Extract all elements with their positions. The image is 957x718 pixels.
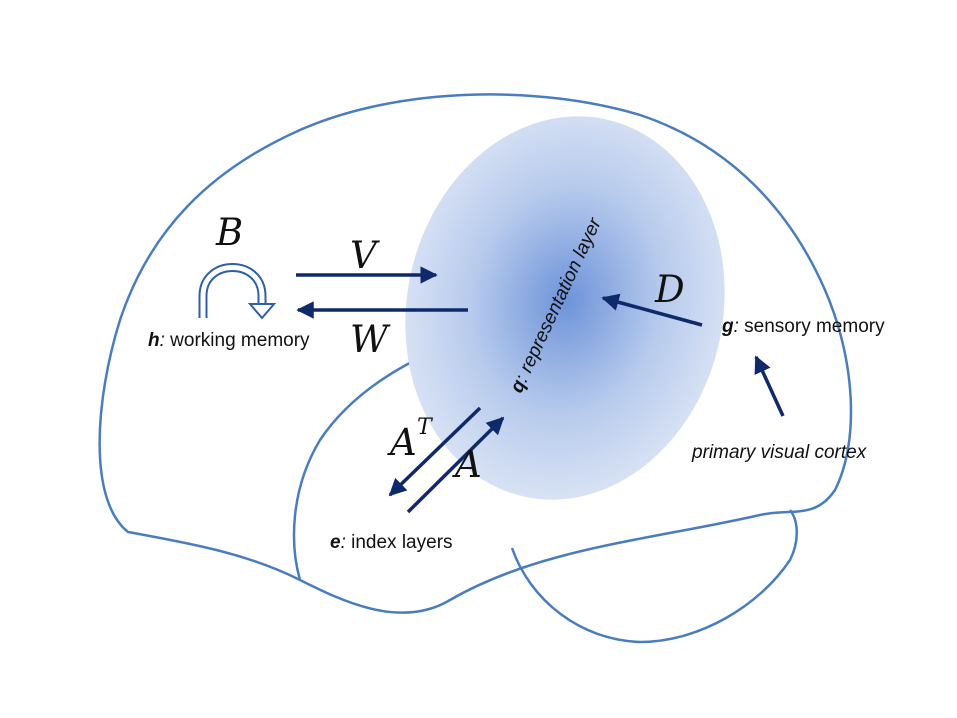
brain-outline <box>98 93 853 614</box>
working-memory-text: working memory <box>165 330 310 351</box>
index-text: index layers <box>346 532 453 553</box>
a-arrow <box>406 416 505 514</box>
primary-visual-cortex-label: primary visual cortex <box>691 442 868 463</box>
index-layers-label: e: index layers <box>330 532 453 553</box>
a-transpose-symbol: A <box>387 421 417 464</box>
working-memory-sep: : <box>160 330 165 351</box>
sensory-memory-text: sensory memory <box>739 316 885 337</box>
d-symbol: D <box>654 268 685 311</box>
d-arrow <box>601 293 703 327</box>
sensory-memory-sep: : <box>734 316 739 337</box>
sensory-memory-label: g: sensory memory <box>721 316 885 337</box>
w-symbol: W <box>350 318 391 361</box>
a-transpose-superscript: T <box>417 415 434 440</box>
sensory-memory-var: g <box>721 316 734 337</box>
index-sep: : <box>341 532 346 553</box>
index-var: e <box>330 532 341 553</box>
cerebellum-outline <box>510 509 798 644</box>
b-recurrent-loop-arrow-inner <box>200 265 265 318</box>
representation-layer-blob <box>405 116 725 500</box>
working-memory-var: h <box>148 330 160 351</box>
a-symbol: A <box>452 443 482 486</box>
working-memory-label: h: working memory <box>148 330 310 351</box>
visual-cortex-arrow <box>754 355 785 417</box>
b-recurrent-loop-arrowhead <box>247 303 277 320</box>
a-transpose-arrow <box>388 406 482 497</box>
v-symbol: V <box>350 234 380 277</box>
b-symbol: B <box>215 211 243 254</box>
